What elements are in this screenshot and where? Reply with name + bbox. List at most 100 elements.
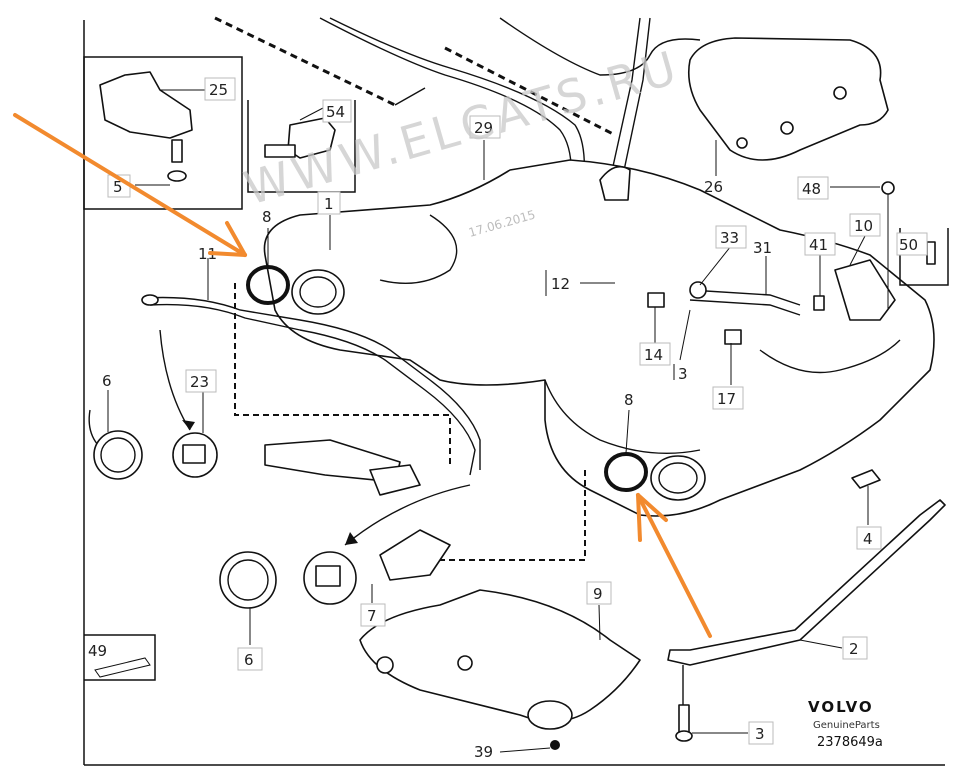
part-label-49: 49 xyxy=(88,642,107,660)
bolt-3-head xyxy=(675,730,693,742)
bolt-5-head xyxy=(167,170,187,182)
sender-7-arm xyxy=(379,529,451,581)
lock-ring-6-upper-inner xyxy=(100,437,136,473)
svg-text:31: 31 xyxy=(753,239,772,257)
canister-bolt-b xyxy=(780,121,794,135)
lock-ring-6-lower-inner xyxy=(227,559,269,601)
part-label-12: 12 xyxy=(545,270,570,296)
part-label-54: 54 xyxy=(322,99,352,123)
seal-ring-8-left xyxy=(246,265,290,305)
inset-sensor-box xyxy=(247,100,356,193)
svg-text:25: 25 xyxy=(209,81,228,99)
svg-text:33: 33 xyxy=(720,229,739,247)
brand-logo: VOLVO xyxy=(808,698,874,716)
bolt-3 xyxy=(678,704,690,734)
hose-31-b xyxy=(689,299,801,316)
bolt-48 xyxy=(881,181,895,195)
part-label-48: 48 xyxy=(797,176,829,200)
canister-bolt-c xyxy=(736,137,748,149)
dashed-pipe-top-right xyxy=(444,46,616,137)
part-label-11: 11 xyxy=(198,245,217,263)
clip-4 xyxy=(851,469,881,489)
svg-text:6: 6 xyxy=(102,372,112,390)
wire-harness-11-a xyxy=(144,296,481,470)
part-label-4: 4 xyxy=(856,526,882,550)
heat-shield-9 xyxy=(359,589,641,723)
bracket-25 xyxy=(99,71,193,139)
part-label-31: 31 xyxy=(753,239,772,257)
sender-7-cap xyxy=(315,565,341,587)
part-label-6-lower: 6 xyxy=(237,647,263,671)
tank-strap-2 xyxy=(667,499,946,666)
svg-text:1: 1 xyxy=(324,195,334,213)
fuel-tank-1 xyxy=(263,159,935,517)
svg-text:49: 49 xyxy=(88,642,107,660)
leader-lines xyxy=(107,89,880,753)
svg-text:12: 12 xyxy=(551,275,570,293)
valve-41 xyxy=(813,295,825,311)
part-label-50: 50 xyxy=(896,232,928,256)
harness-connector xyxy=(141,294,159,306)
tank-contour-c xyxy=(759,339,901,374)
pump-arrow-lower-head xyxy=(345,532,358,545)
assembly-guide-right xyxy=(435,470,586,561)
svg-text:5: 5 xyxy=(113,178,123,196)
tank-contour-a xyxy=(379,214,458,285)
svg-text:8: 8 xyxy=(262,208,272,226)
annotation-arrow-lower xyxy=(636,493,712,638)
part-label-23: 23 xyxy=(185,369,217,393)
svg-text:3: 3 xyxy=(678,365,688,383)
svg-text:50: 50 xyxy=(899,236,918,254)
svg-text:2: 2 xyxy=(849,640,859,658)
part-label-6-upper: 6 xyxy=(102,372,112,390)
svg-text:41: 41 xyxy=(809,236,828,254)
inset-bracket-box xyxy=(83,56,243,210)
bolt-5 xyxy=(171,139,183,163)
wire-harness-11-b xyxy=(149,303,476,476)
vent-tube xyxy=(499,17,701,76)
annotation-arrow-upper xyxy=(13,113,247,257)
tank-opening-right-inner xyxy=(658,462,698,494)
svg-text:54: 54 xyxy=(326,103,345,121)
inset-bolt-50-box xyxy=(899,228,949,286)
shield-hole-a xyxy=(376,656,394,674)
clamp-17 xyxy=(724,329,742,345)
svg-text:9: 9 xyxy=(593,585,603,603)
shield-dome xyxy=(527,700,573,730)
pump-arrow-upper-head xyxy=(182,420,195,430)
dashed-pipe-top-left xyxy=(214,16,396,107)
svg-text:11: 11 xyxy=(198,245,217,263)
canister-bolt-a xyxy=(833,86,847,100)
svg-text:4: 4 xyxy=(863,530,873,548)
part-label-17: 17 xyxy=(712,386,744,410)
clamp-14 xyxy=(647,292,665,308)
bolt-50 xyxy=(926,241,936,265)
pump-float xyxy=(369,464,421,496)
part-label-8-lower: 8 xyxy=(624,391,634,409)
part-label-2: 2 xyxy=(842,636,868,660)
assembly-guide-left xyxy=(234,283,451,465)
part-label-9: 9 xyxy=(586,581,612,605)
svg-text:3: 3 xyxy=(755,725,765,743)
tank-opening-left-inner xyxy=(299,276,337,308)
breather-tube-b xyxy=(329,17,586,191)
hose-31-a xyxy=(689,289,801,306)
svg-text:10: 10 xyxy=(854,217,873,235)
part-label-7: 7 xyxy=(360,603,386,627)
svg-text:39: 39 xyxy=(474,743,493,761)
svg-text:48: 48 xyxy=(802,180,821,198)
svg-text:17: 17 xyxy=(717,390,736,408)
part-label-14: 14 xyxy=(639,342,671,366)
nut-39 xyxy=(550,740,560,750)
sticker-49 xyxy=(94,657,151,678)
tank-contour-b xyxy=(544,379,701,455)
part-label-26: 26 xyxy=(704,178,723,196)
part-label-25: 25 xyxy=(204,77,236,101)
sender-23-cap xyxy=(182,444,206,464)
svg-text:29: 29 xyxy=(474,119,493,137)
sensor-54-thread xyxy=(264,144,296,158)
part-label-41: 41 xyxy=(804,232,836,256)
part-label-8-upper: 8 xyxy=(262,208,272,226)
